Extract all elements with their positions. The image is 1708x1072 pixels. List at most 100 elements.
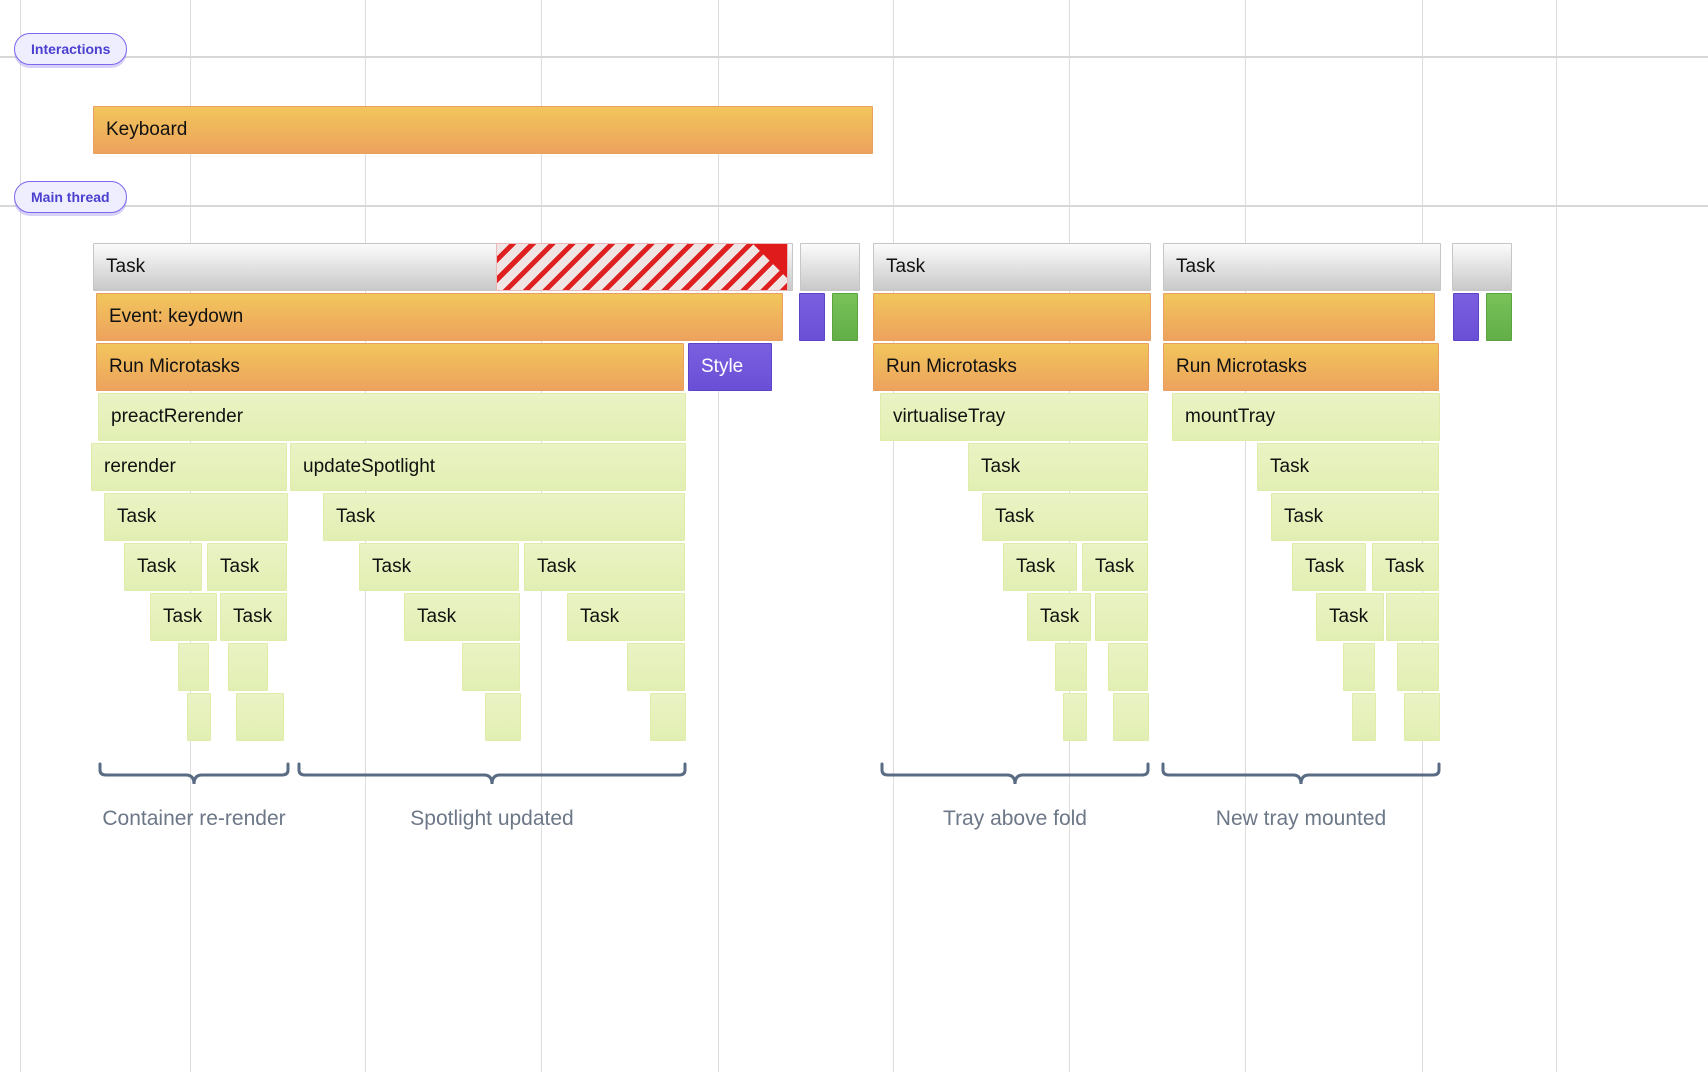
flame-block-label: mountTray <box>1185 406 1276 427</box>
flame-block-label: Task <box>163 606 203 627</box>
gridline-7 <box>1245 0 1246 1072</box>
flame-block-r0-c3[interactable]: Task <box>1163 243 1441 291</box>
flame-block-r9-c7[interactable] <box>1404 693 1440 741</box>
flame-block-r1-c5[interactable] <box>1453 293 1479 341</box>
flame-block-label: Task <box>995 506 1035 527</box>
flame-block-r1-c3[interactable] <box>873 293 1151 341</box>
flame-block-r4-c2[interactable]: Task <box>968 443 1148 491</box>
interaction-block-0[interactable]: Keyboard <box>93 106 873 154</box>
flame-block-r2-c3[interactable]: Run Microtasks <box>1163 343 1439 391</box>
flame-block-r1-c1[interactable] <box>799 293 825 341</box>
annotation-bracket-1 <box>297 762 687 788</box>
flame-block-r3-c2[interactable]: mountTray <box>1172 393 1440 441</box>
flame-block-r0-c2[interactable]: Task <box>873 243 1151 291</box>
flame-block-label: preactRerender <box>111 406 244 427</box>
flame-block-label: Task <box>1305 556 1345 577</box>
flame-block-r8-c3[interactable] <box>627 643 685 691</box>
flame-block-label: Task <box>1095 556 1135 577</box>
flame-block-r0-c1[interactable] <box>800 243 860 291</box>
flame-block-r9-c6[interactable] <box>1352 693 1376 741</box>
flame-block-r6-c0[interactable]: Task <box>124 543 202 591</box>
flame-block-r3-c0[interactable]: preactRerender <box>98 393 686 441</box>
flame-block-r9-c1[interactable] <box>236 693 284 741</box>
flame-block-r1-c2[interactable] <box>832 293 858 341</box>
flame-block-r7-c5[interactable] <box>1095 593 1148 641</box>
flame-block-label: Run Microtasks <box>109 356 240 377</box>
flame-block-r6-c4[interactable]: Task <box>1003 543 1077 591</box>
flame-block-r9-c4[interactable] <box>1063 693 1087 741</box>
flame-block-r9-c0[interactable] <box>187 693 211 741</box>
flame-block-r0-c4[interactable] <box>1452 243 1512 291</box>
annotation-bracket-0 <box>98 762 290 788</box>
flame-block-r3-c1[interactable]: virtualiseTray <box>880 393 1148 441</box>
long-task-hatch-overlay[interactable] <box>496 243 788 291</box>
flame-block-label: Style <box>701 356 744 377</box>
flame-block-r1-c0[interactable]: Event: keydown <box>96 293 783 341</box>
flame-block-r5-c3[interactable]: Task <box>1271 493 1439 541</box>
flame-block-r7-c6[interactable]: Task <box>1316 593 1384 641</box>
flame-block-label: Task <box>580 606 620 627</box>
flame-block-r7-c0[interactable]: Task <box>150 593 217 641</box>
gridline-5 <box>893 0 894 1072</box>
flame-block-r2-c0[interactable]: Run Microtasks <box>96 343 684 391</box>
flame-block-r1-c4[interactable] <box>1163 293 1435 341</box>
long-task-warning-triangle-icon <box>753 244 787 278</box>
main-thread-track-rule <box>0 205 1708 207</box>
flame-block-r6-c2[interactable]: Task <box>359 543 519 591</box>
flame-block-r6-c7[interactable]: Task <box>1372 543 1439 591</box>
flame-block-r4-c0[interactable]: rerender <box>91 443 287 491</box>
flame-block-r2-c2[interactable]: Run Microtasks <box>873 343 1149 391</box>
interaction-block-label: Keyboard <box>106 119 188 140</box>
annotation-bracket-3 <box>1161 762 1441 788</box>
flame-block-r6-c5[interactable]: Task <box>1082 543 1148 591</box>
flame-block-r5-c0[interactable]: Task <box>104 493 288 541</box>
flame-block-r8-c6[interactable] <box>1343 643 1375 691</box>
flame-block-label: virtualiseTray <box>893 406 1006 427</box>
flame-block-r7-c4[interactable]: Task <box>1027 593 1091 641</box>
annotation-label-1: Spotlight updated <box>410 807 574 830</box>
gridline-9 <box>1556 0 1557 1072</box>
flame-block-label: Task <box>1270 456 1310 477</box>
flame-block-r7-c7[interactable] <box>1386 593 1439 641</box>
flame-block-r1-c6[interactable] <box>1486 293 1512 341</box>
flame-block-label: Task <box>137 556 177 577</box>
flame-block-r7-c3[interactable]: Task <box>567 593 685 641</box>
flame-block-r8-c1[interactable] <box>228 643 268 691</box>
flame-block-r8-c2[interactable] <box>462 643 520 691</box>
flame-block-r8-c7[interactable] <box>1397 643 1439 691</box>
flame-block-r7-c2[interactable]: Task <box>404 593 520 641</box>
flame-block-label: Task <box>117 506 157 527</box>
interactions-track-rule <box>0 56 1708 58</box>
flame-block-r9-c3[interactable] <box>650 693 686 741</box>
annotation-bracket-2 <box>880 762 1150 788</box>
flame-block-label: Task <box>1040 606 1080 627</box>
flame-block-r9-c2[interactable] <box>485 693 521 741</box>
track-pill-main-thread-label: Main thread <box>31 189 110 205</box>
flame-block-label: Task <box>886 256 926 277</box>
flame-block-label: Task <box>537 556 577 577</box>
flame-block-r5-c2[interactable]: Task <box>982 493 1148 541</box>
flame-block-label: Task <box>1385 556 1425 577</box>
flame-block-r6-c6[interactable]: Task <box>1292 543 1366 591</box>
flame-block-r8-c0[interactable] <box>178 643 209 691</box>
flame-block-r7-c1[interactable]: Task <box>220 593 287 641</box>
flame-block-r4-c1[interactable]: updateSpotlight <box>290 443 686 491</box>
gridline-0 <box>20 0 21 1072</box>
track-pill-main-thread[interactable]: Main thread <box>14 181 127 213</box>
flame-block-r9-c5[interactable] <box>1113 693 1149 741</box>
flame-block-label: rerender <box>104 456 176 477</box>
flame-block-r6-c1[interactable]: Task <box>207 543 287 591</box>
flame-block-label: Run Microtasks <box>1176 356 1307 377</box>
flame-block-r2-c1[interactable]: Style <box>688 343 772 391</box>
flame-block-r8-c5[interactable] <box>1108 643 1148 691</box>
flame-block-label: Task <box>220 556 260 577</box>
flame-block-r4-c3[interactable]: Task <box>1257 443 1439 491</box>
gridline-4 <box>718 0 719 1072</box>
flame-block-r8-c4[interactable] <box>1055 643 1087 691</box>
track-pill-interactions[interactable]: Interactions <box>14 33 128 65</box>
track-pill-interactions-label: Interactions <box>31 41 111 57</box>
flame-block-r6-c3[interactable]: Task <box>524 543 685 591</box>
flame-block-r5-c1[interactable]: Task <box>323 493 685 541</box>
flame-block-label: Task <box>372 556 412 577</box>
